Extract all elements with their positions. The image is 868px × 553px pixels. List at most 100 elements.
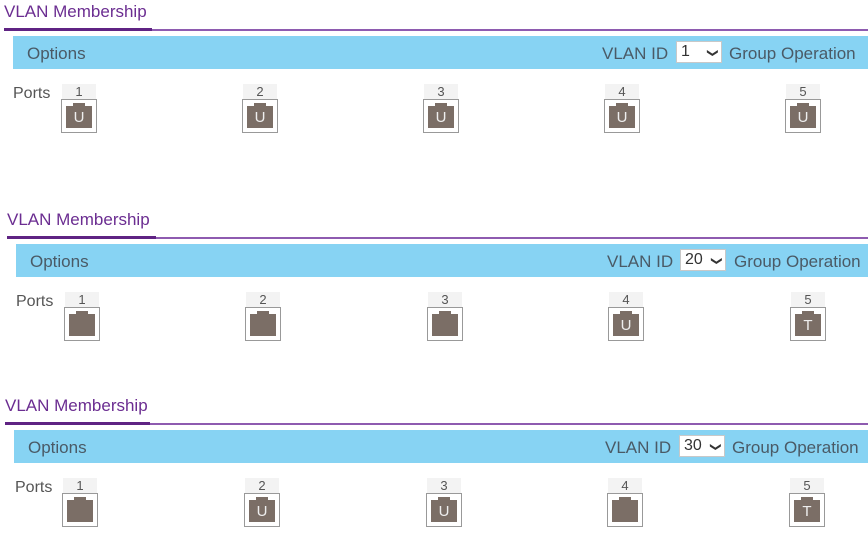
group-operation-label: Group Operation <box>732 438 859 457</box>
port-1[interactable]: 1 <box>64 292 100 341</box>
port-toggle[interactable]: T <box>789 493 825 527</box>
port-number: 3 <box>427 478 461 493</box>
port-4[interactable]: 4 <box>607 478 643 527</box>
port-number: 1 <box>65 292 99 307</box>
group-operation-label: Group Operation <box>734 252 861 271</box>
port-5[interactable]: 5 T <box>790 292 826 341</box>
vlan-id-label: VLAN ID <box>602 44 669 63</box>
chevron-down-icon: ❯ <box>706 48 719 58</box>
port-number: 1 <box>62 84 96 99</box>
port-toggle[interactable]: U <box>608 307 644 341</box>
port-toggle[interactable]: U <box>242 99 278 133</box>
options-bar: Options VLAN ID 20 ❯ Group Operation <box>16 244 868 277</box>
port-5[interactable]: 5 T <box>789 478 825 527</box>
chevron-down-icon: ❯ <box>710 256 723 266</box>
ethernet-port-icon <box>69 311 95 336</box>
port-2[interactable]: 2 U <box>244 478 280 527</box>
port-mode: U <box>435 109 447 126</box>
vlan-id-select[interactable]: 20 ❯ <box>680 249 726 271</box>
vlan-id-select[interactable]: 30 ❯ <box>679 435 725 457</box>
ethernet-port-icon: U <box>609 103 635 128</box>
port-5[interactable]: 5 U <box>785 84 821 133</box>
port-toggle[interactable]: T <box>790 307 826 341</box>
port-number: 3 <box>428 292 462 307</box>
port-3[interactable]: 3 U <box>426 478 462 527</box>
port-number: 4 <box>609 292 643 307</box>
options-label[interactable]: Options <box>28 438 87 457</box>
port-toggle[interactable]: U <box>244 493 280 527</box>
options-label[interactable]: Options <box>30 252 89 271</box>
port-toggle[interactable] <box>607 493 643 527</box>
ports-label: Ports <box>15 479 53 496</box>
port-3[interactable]: 3 U <box>423 84 459 133</box>
ports-label: Ports <box>16 293 54 310</box>
port-toggle[interactable] <box>245 307 281 341</box>
section-title: VLAN Membership <box>5 396 148 415</box>
port-number: 5 <box>791 292 825 307</box>
port-3[interactable]: 3 <box>427 292 463 341</box>
ethernet-port-icon <box>250 311 276 336</box>
port-number: 5 <box>790 478 824 493</box>
vlan-id-value: 20 <box>685 251 703 268</box>
chevron-down-icon: ❯ <box>709 442 722 452</box>
section-title: VLAN Membership <box>4 2 147 21</box>
ethernet-port-icon: U <box>247 103 273 128</box>
ethernet-port-icon: U <box>66 103 92 128</box>
port-toggle[interactable]: U <box>426 493 462 527</box>
port-1[interactable]: 1 <box>62 478 98 527</box>
vlan-membership-panel: VLAN Membership Options VLAN ID 20 ❯ Grou… <box>0 210 868 360</box>
port-toggle[interactable] <box>427 307 463 341</box>
port-toggle[interactable]: U <box>423 99 459 133</box>
vlan-id-value: 1 <box>681 43 690 60</box>
title-divider <box>4 29 868 31</box>
port-number: 4 <box>608 478 642 493</box>
port-number: 4 <box>605 84 639 99</box>
port-mode: T <box>802 503 812 520</box>
vlan-membership-panel: VLAN Membership Options VLAN ID 1❯ Group… <box>0 2 868 152</box>
port-toggle[interactable] <box>64 307 100 341</box>
port-mode: U <box>73 109 85 126</box>
ethernet-port-icon: T <box>794 497 820 522</box>
port-number: 2 <box>246 292 280 307</box>
port-number: 1 <box>63 478 97 493</box>
port-toggle[interactable]: U <box>604 99 640 133</box>
port-number: 2 <box>245 478 279 493</box>
ports-label: Ports <box>13 85 51 102</box>
port-mode: T <box>803 317 813 334</box>
ethernet-port-icon: U <box>790 103 816 128</box>
port-toggle[interactable]: U <box>785 99 821 133</box>
port-2[interactable]: 2 U <box>242 84 278 133</box>
group-operation-label: Group Operation <box>729 44 856 63</box>
options-bar: Options VLAN ID 1❯ Group Operation <box>13 36 868 69</box>
vlan-id-value: 30 <box>684 437 702 454</box>
port-1[interactable]: 1 U <box>61 84 97 133</box>
port-2[interactable]: 2 <box>245 292 281 341</box>
ethernet-port-icon: U <box>249 497 275 522</box>
port-mode: U <box>254 109 266 126</box>
port-mode: U <box>616 109 628 126</box>
ethernet-port-icon: U <box>428 103 454 128</box>
ethernet-port-icon: U <box>431 497 457 522</box>
port-number: 5 <box>786 84 820 99</box>
vlan-id-label: VLAN ID <box>607 252 674 271</box>
vlan-id-select[interactable]: 1❯ <box>676 41 722 63</box>
port-mode: U <box>620 317 632 334</box>
vlan-membership-panel: VLAN Membership Options VLAN ID 30❯ Grou… <box>0 396 868 546</box>
port-toggle[interactable]: U <box>61 99 97 133</box>
ethernet-port-icon <box>67 497 93 522</box>
port-toggle[interactable] <box>62 493 98 527</box>
options-bar: Options VLAN ID 30❯ Group Operation <box>14 430 868 463</box>
title-underline <box>7 236 156 239</box>
options-label[interactable]: Options <box>27 44 86 63</box>
title-divider <box>5 423 868 425</box>
ethernet-port-icon: T <box>795 311 821 336</box>
port-mode: U <box>256 503 268 520</box>
port-mode: U <box>438 503 450 520</box>
port-4[interactable]: 4 U <box>604 84 640 133</box>
ethernet-port-icon: U <box>613 311 639 336</box>
port-number: 3 <box>424 84 458 99</box>
section-title: VLAN Membership <box>7 210 150 229</box>
ethernet-port-icon <box>432 311 458 336</box>
port-4[interactable]: 4 U <box>608 292 644 341</box>
title-divider <box>7 237 868 239</box>
